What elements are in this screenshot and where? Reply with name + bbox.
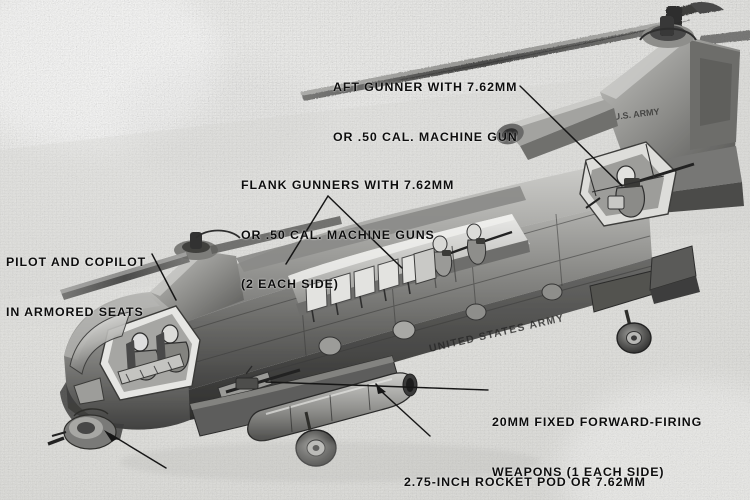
callout-grenade-launcher: M5 40MM AUTOMATIC GRENADE LAUNCHER [14, 474, 314, 500]
leader-pilot [151, 253, 177, 301]
aft-gunner-station [579, 141, 695, 227]
callout-pilot-copilot: PILOT AND COPILOT IN ARMORED SEATS [6, 221, 146, 353]
rocket-pod [247, 372, 418, 442]
ground-shadow [120, 442, 540, 482]
callout-line: (2 EACH SIDE) [241, 277, 339, 291]
rear-ramp [649, 245, 700, 304]
leader-arrowheads [104, 384, 386, 442]
leader-flank-left [285, 195, 329, 265]
callout-line: PILOT AND COPILOT [6, 255, 147, 269]
callout-fixed-forward-weapons: 20MM FIXED FORWARD-FIRING WEAPONS (1 EAC… [492, 381, 702, 500]
callout-line: IN ARMORED SEATS [6, 304, 144, 319]
aft-landing-gear [589, 269, 661, 354]
leader-rocket [381, 391, 431, 437]
fixed-forward-weapon [217, 365, 301, 401]
callout-rocket-pod: 2.75-INCH ROCKET POD OR 7.62MM GATLING M… [404, 441, 670, 500]
grenade-launcher-turret [47, 408, 117, 450]
callout-flank-gunners: FLANK GUNNERS WITH 7.62MM OR .50 CAL. MA… [241, 144, 454, 326]
callout-line: OR .50 CAL. MACHINE GUN [333, 129, 518, 144]
aft-rotor-hub [639, 16, 697, 48]
aft-rotor-blades [300, 2, 750, 101]
callout-line: 2.75-INCH ROCKET POD OR 7.62MM [404, 475, 646, 489]
cabin-windows [318, 283, 563, 356]
callout-line: AFT GUNNER WITH 7.62MM [333, 80, 518, 94]
cockpit-nose [60, 292, 201, 440]
callout-line: WEAPONS (1 EACH SIDE) [492, 464, 665, 479]
callout-aft-gunner: AFT GUNNER WITH 7.62MM OR .50 CAL. MACHI… [333, 46, 518, 178]
cabin-cutaway [288, 214, 530, 323]
cockpit-cutaway [99, 305, 201, 401]
flank-gunner-figures [432, 223, 513, 277]
callout-line: FLANK GUNNERS WITH 7.62MM [241, 178, 455, 192]
callout-line: OR .50 CAL. MACHINE GUNS [241, 227, 435, 242]
leader-flank-right [327, 195, 403, 269]
callout-line: 20MM FIXED FORWARD-FIRING [492, 415, 703, 429]
aft-pylon: U.S. ARMY [600, 16, 744, 214]
leader-m5 [109, 433, 167, 469]
leader-aft-gunner [519, 85, 623, 187]
